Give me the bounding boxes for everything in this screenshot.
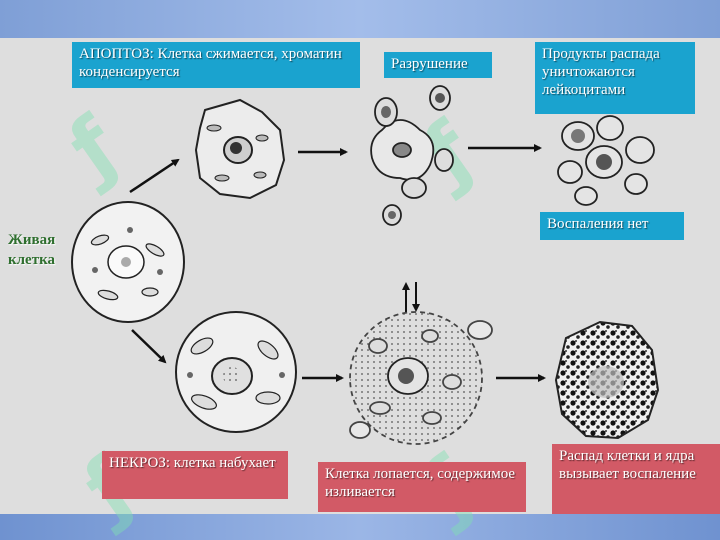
arrow-to-apoptosis (129, 158, 180, 194)
swollen-cell (175, 311, 297, 433)
live-cell (71, 201, 185, 323)
decay-inflammation-label: Распад клетки и ядра вызывает воспаление (552, 444, 720, 514)
cell-bursts-label: Клетка лопается, содержимое изливается (318, 462, 526, 512)
necrosis-label: НЕКРОЗ: клетка набухает (102, 451, 288, 499)
engulfed-products (557, 115, 655, 206)
arrow-to-necrosis (131, 329, 167, 364)
apoptotic-bodies (370, 85, 454, 226)
apoptosis-label: АПОПТОЗ: Клетка сжимается, хроматин конд… (72, 42, 360, 88)
decay-products-label: Продукты распада уничтожаются лейкоцитам… (535, 42, 695, 114)
bursting-cell (349, 311, 493, 445)
watermark-mark: ƒ (48, 99, 135, 199)
destruction-label: Разрушение (384, 52, 492, 78)
no-inflammation-label: Воспаления нет (540, 212, 684, 240)
top-band (0, 0, 720, 38)
apoptotic-cell (194, 98, 286, 200)
decayed-cell (554, 320, 660, 440)
live-cell-label: Живая клетка (8, 232, 56, 268)
bottom-band (0, 514, 720, 540)
